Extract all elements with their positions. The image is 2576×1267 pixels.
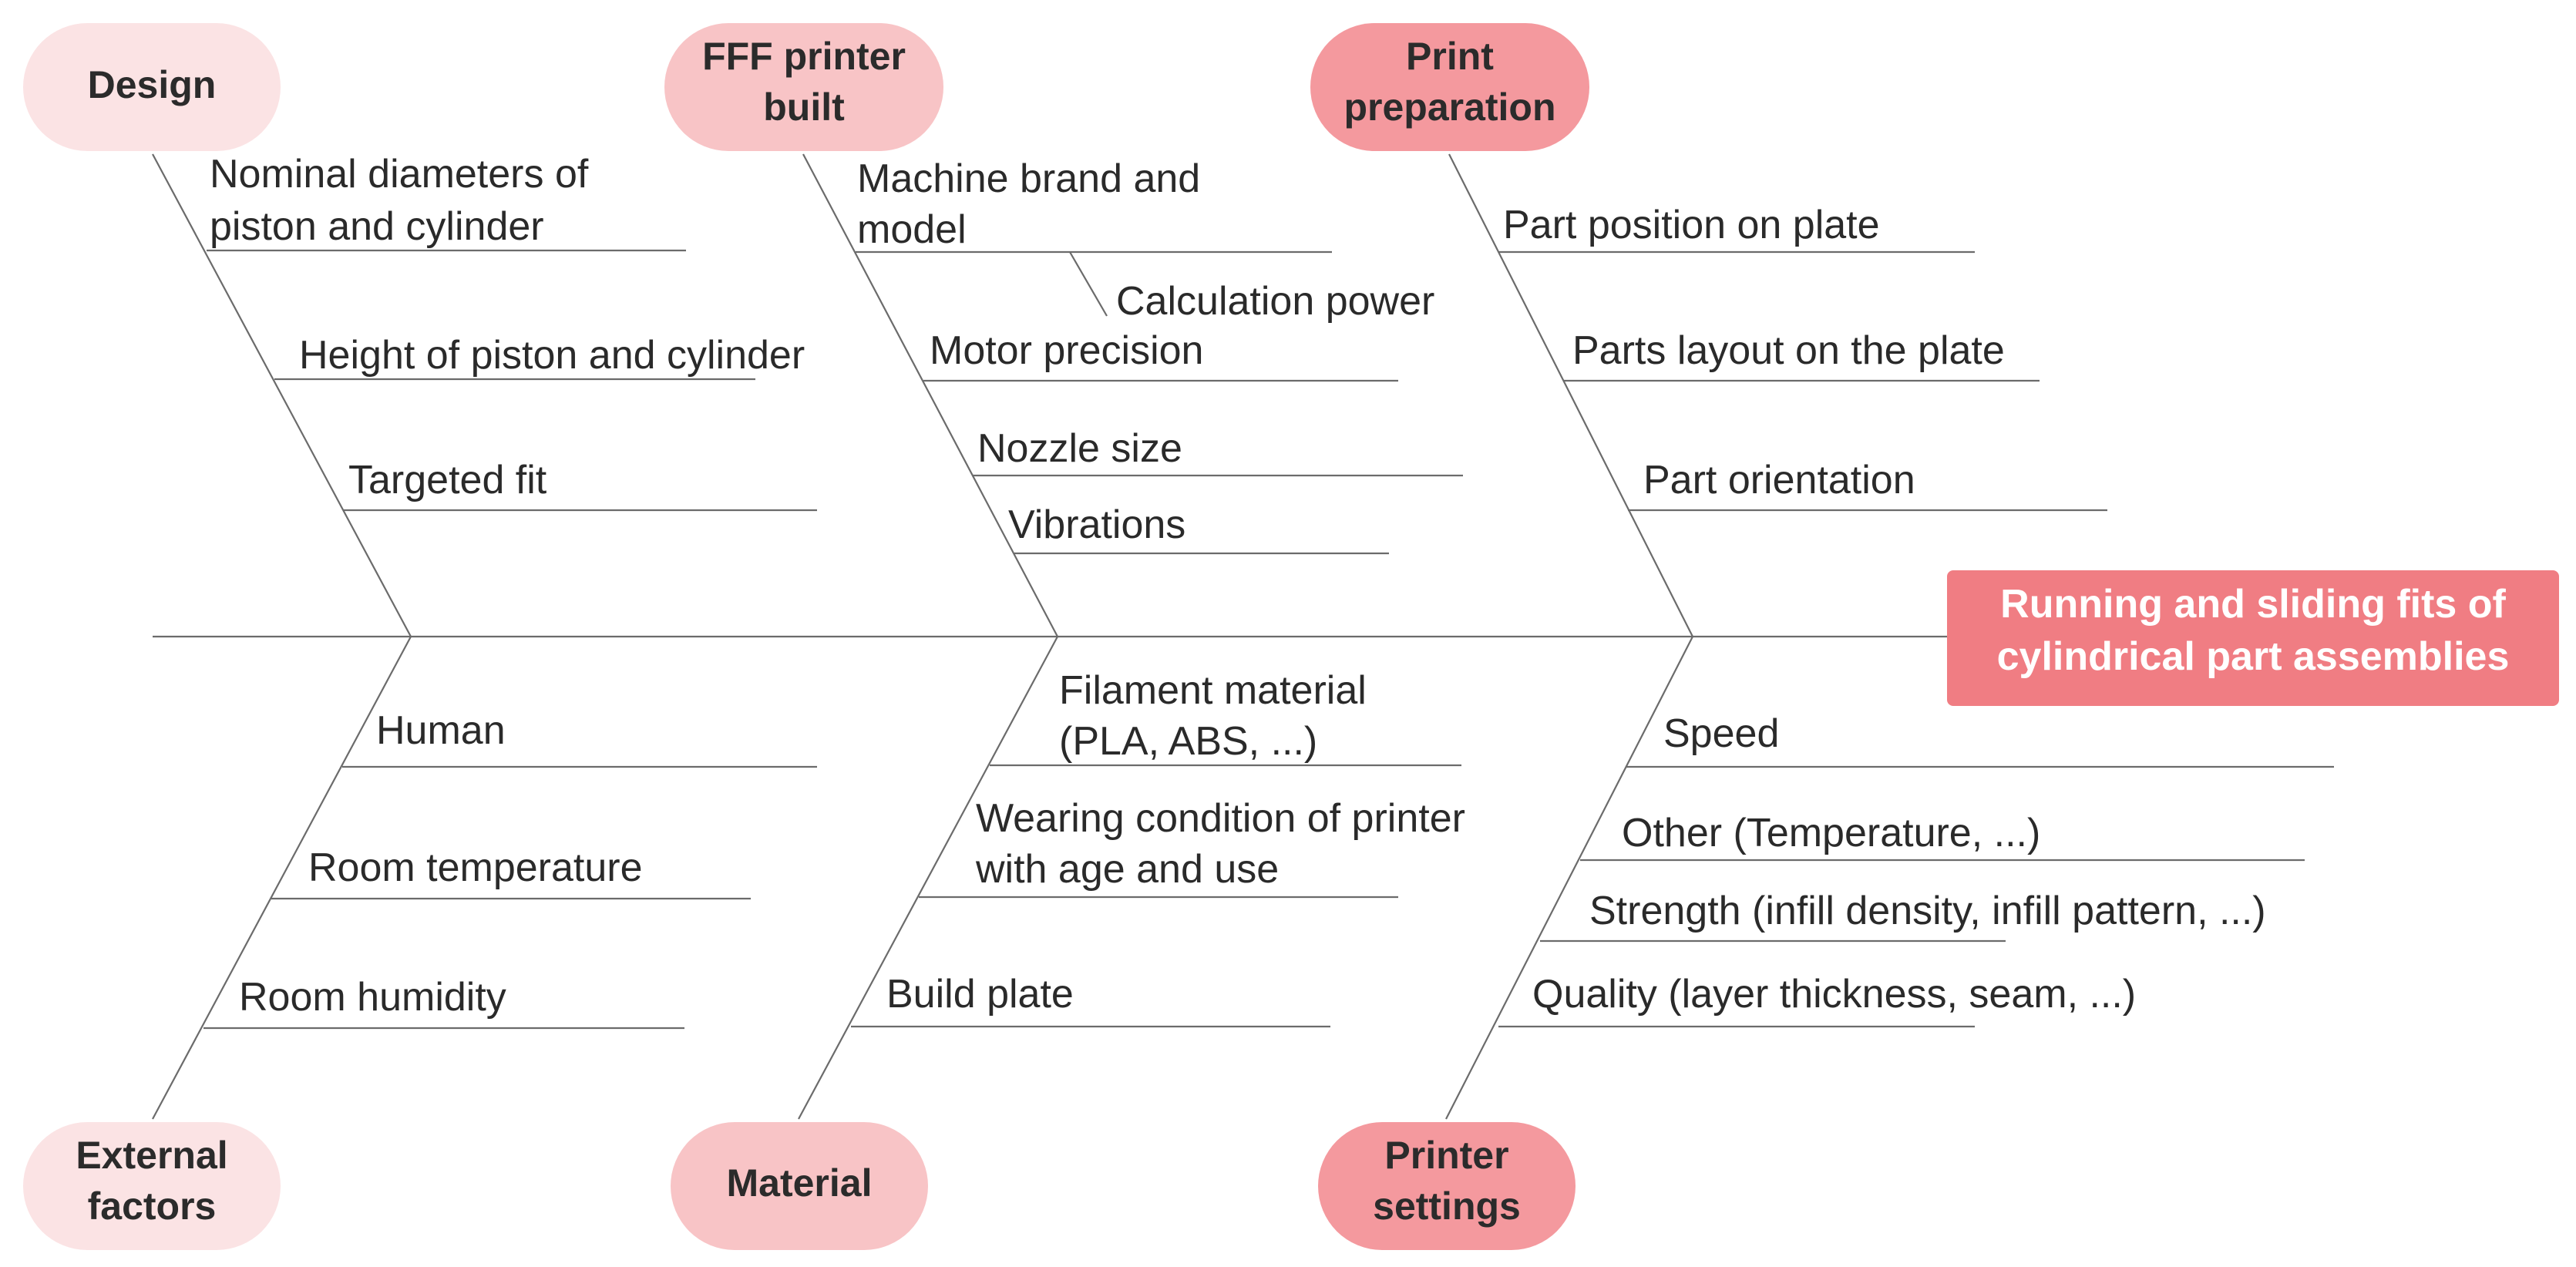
- cause-design-1: Nominal diameters of piston and cylinder: [207, 152, 686, 252]
- effect-head-line-2: cylindrical part assemblies: [1997, 634, 2510, 679]
- cause-text: model: [857, 207, 967, 252]
- cause-settings-1: Speed: [1626, 711, 2334, 768]
- cause-text: Part orientation: [1643, 458, 1915, 502]
- effect-head: Running and sliding fits of cylindrical …: [1947, 570, 2559, 706]
- category-design: Design Nominal diameters of piston and c…: [23, 23, 817, 637]
- bone-print-preparation: [1448, 153, 1693, 637]
- category-label-material: Material: [727, 1161, 873, 1205]
- category-pill-print-preparation: [1310, 23, 1589, 151]
- bone-fff-printer-built: [802, 153, 1058, 637]
- category-printer-settings: Printer settings Speed Other (Temperatur…: [1318, 636, 2334, 1250]
- cause-text: Parts layout on the plate: [1572, 328, 2005, 373]
- sub-cause-text: Calculation power: [1116, 279, 1434, 324]
- cause-text: Height of piston and cylinder: [299, 333, 805, 378]
- cause-text: Speed: [1663, 711, 1779, 756]
- category-label-design: Design: [88, 63, 217, 106]
- category-external-factors: External factors Human Room temperature …: [23, 636, 817, 1250]
- cause-text: Vibrations: [1008, 502, 1185, 547]
- bone-external-factors: [152, 636, 412, 1120]
- cause-text: Nozzle size: [977, 426, 1182, 471]
- cause-prep-3: Part orientation: [1628, 458, 2107, 512]
- effect-head-line-1: Running and sliding fits of: [2000, 582, 2506, 627]
- cause-material-3: Build plate: [851, 972, 1330, 1028]
- cause-material-2: Wearing condition of printer with age an…: [919, 796, 1465, 899]
- cause-text: (PLA, ABS, ...): [1059, 719, 1317, 764]
- category-label-print-preparation: preparation: [1343, 86, 1555, 129]
- cause-text: Room humidity: [239, 975, 506, 1020]
- category-label-fff-printer-built: built: [763, 86, 845, 129]
- cause-external-3: Room humidity: [203, 975, 684, 1030]
- effect-head-box: [1947, 570, 2559, 706]
- category-pill-design: [23, 23, 281, 151]
- cause-text: Strength (infill density, infill pattern…: [1589, 889, 2266, 933]
- cause-text: piston and cylinder: [210, 204, 544, 249]
- category-print-preparation: Print preparation Part position on plate…: [1310, 23, 2107, 637]
- cause-text: Quality (layer thickness, seam, ...): [1532, 972, 2136, 1017]
- category-pill-material: [671, 1122, 928, 1250]
- cause-text: Other (Temperature, ...): [1622, 811, 2040, 855]
- cause-external-1: Human: [342, 708, 817, 768]
- cause-text: Machine brand and: [857, 156, 1200, 201]
- cause-fff-3: Nozzle size: [973, 426, 1463, 477]
- category-label-external-factors: factors: [88, 1185, 217, 1228]
- cause-text: Human: [376, 708, 506, 753]
- cause-text: Build plate: [886, 972, 1074, 1017]
- cause-text: Nominal diameters of: [210, 152, 589, 197]
- cause-fff-4: Vibrations: [1008, 502, 1389, 555]
- category-pill-printer-settings: [1318, 1122, 1576, 1250]
- category-label-printer-settings: Printer: [1384, 1134, 1508, 1177]
- sub-cause-connector: [1069, 251, 1108, 317]
- category-fff-printer-built: FFF printer built Machine brand and mode…: [664, 23, 1463, 637]
- cause-text: with age and use: [975, 847, 1279, 892]
- cause-material-1: Filament material (PLA, ABS, ...): [990, 668, 1461, 767]
- cause-settings-2: Other (Temperature, ...): [1580, 811, 2305, 862]
- cause-prep-2: Parts layout on the plate: [1563, 328, 2040, 382]
- cause-text: Part position on plate: [1503, 203, 1880, 247]
- cause-prep-1: Part position on plate: [1498, 203, 1975, 254]
- cause-settings-4: Quality (layer thickness, seam, ...): [1498, 972, 2136, 1028]
- cause-text: Wearing condition of printer: [976, 796, 1465, 841]
- category-label-fff-printer-built: FFF printer: [702, 35, 906, 78]
- cause-fff-1: Machine brand and model Calculation powe…: [856, 156, 1434, 324]
- cause-text: Motor precision: [930, 328, 1203, 373]
- category-label-printer-settings: settings: [1373, 1185, 1521, 1228]
- category-pill-external-factors: [23, 1122, 281, 1250]
- cause-fff-2: Motor precision: [923, 328, 1398, 382]
- cause-settings-3: Strength (infill density, infill pattern…: [1540, 889, 2266, 943]
- category-pill-fff-printer-built: [664, 23, 943, 151]
- cause-text: Room temperature: [308, 845, 643, 890]
- bone-design: [152, 153, 412, 637]
- category-label-external-factors: External: [76, 1134, 227, 1177]
- category-label-print-preparation: Print: [1406, 35, 1494, 78]
- category-material: Material Filament material (PLA, ABS, ..…: [671, 636, 1465, 1250]
- cause-text: Targeted fit: [348, 458, 547, 502]
- cause-external-2: Room temperature: [271, 845, 751, 900]
- bone-material: [798, 636, 1058, 1120]
- cause-design-2: Height of piston and cylinder: [274, 333, 805, 381]
- bone-printer-settings: [1445, 636, 1693, 1120]
- cause-text: Filament material: [1059, 668, 1367, 713]
- cause-design-3: Targeted fit: [344, 458, 817, 512]
